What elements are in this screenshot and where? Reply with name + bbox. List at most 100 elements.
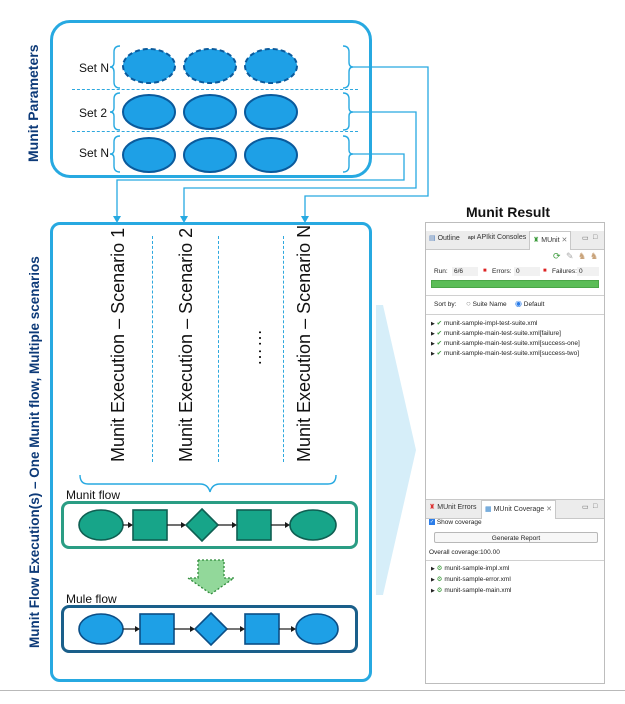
ellipse-setn-3	[244, 48, 298, 84]
close-icon[interactable]: ✕	[546, 506, 552, 513]
top-tabbar: ▤ Outline api APIkit Consoles ♜ MUnit ✕ …	[426, 231, 604, 250]
show-coverage-checkbox[interactable]: ✓ Show coverage	[429, 519, 482, 526]
close-icon[interactable]: ✕	[561, 237, 568, 244]
radio-unselected-icon: ○	[466, 299, 471, 308]
rerun-icon[interactable]: ⟳	[553, 251, 561, 261]
test-pass-icon: ✔	[436, 350, 443, 357]
ellipse-set3-2	[183, 137, 237, 173]
test-row[interactable]: ▶ ✔ munit-sample-main-test-suite.xml[suc…	[431, 340, 580, 347]
minimize-icon[interactable]: ▭	[582, 504, 589, 511]
scenario-divider-1	[152, 236, 153, 462]
set-label-bottom: Set N	[79, 146, 110, 160]
sort-default-radio[interactable]: ◉ Default	[515, 299, 545, 308]
expand-icon: ▶	[431, 331, 435, 337]
mule-flow-box	[61, 605, 358, 653]
sort-separator	[426, 295, 604, 296]
ellipse-set2-2	[183, 94, 237, 130]
errors-label: Errors:	[492, 268, 512, 275]
params-divider-2	[72, 131, 358, 132]
mule-start-shape	[78, 613, 124, 645]
expand-icon: ▶	[431, 577, 435, 583]
munit-step-1	[132, 509, 168, 541]
tab-munit[interactable]: ♜ MUnit ✕	[529, 231, 572, 250]
result-title: Munit Result	[466, 204, 550, 220]
overall-coverage: Overall coverage:100.00	[429, 549, 500, 556]
stop-icon[interactable]: ✎	[566, 251, 574, 261]
bottom-divider	[0, 690, 625, 691]
tab-apikit-consoles[interactable]: api APIkit Consoles	[468, 234, 527, 241]
munit-tab-icon: ♜	[533, 237, 540, 244]
run-label: Run:	[434, 268, 448, 275]
test-row[interactable]: ▶ ✔ munit-sample-impl-test-suite.xml	[431, 320, 538, 327]
ellipse-set3-3	[244, 137, 298, 173]
test-row[interactable]: ▶ ✔ munit-sample-main-test-suite.xml[suc…	[431, 350, 580, 357]
expand-icon: ▶	[431, 588, 435, 594]
coverage-file-icon: ⚙	[436, 576, 443, 583]
big-arrow-shape	[376, 305, 416, 595]
coverage-file-icon: ⚙	[436, 565, 443, 572]
execution-box	[50, 222, 372, 682]
expand-icon: ▶	[431, 341, 435, 347]
munit-result-panel: ▤ Outline api APIkit Consoles ♜ MUnit ✕ …	[425, 222, 605, 684]
tab-munit-errors[interactable]: ♜ MUnit Errors	[429, 504, 477, 511]
history-icon[interactable]: ♞	[590, 251, 599, 261]
coverage-tabbar: ♜ MUnit Errors ▦ MUnit Coverage ✕ ▭ □	[426, 499, 604, 519]
tab-munit-coverage[interactable]: ▦ MUnit Coverage ✕	[481, 500, 556, 519]
test-pass-icon: ✔	[436, 330, 443, 337]
expand-icon: ▶	[431, 321, 435, 327]
set-label-top: Set N	[79, 61, 110, 75]
scenario-divider-3	[283, 236, 284, 462]
mule-end-shape	[295, 613, 339, 645]
test-progress-bar	[431, 280, 599, 288]
tree-separator	[426, 314, 604, 315]
expand-icon: ▶	[431, 566, 435, 572]
tab-outline[interactable]: ▤ Outline	[429, 235, 460, 242]
munit-start-shape	[78, 509, 124, 541]
params-box	[50, 20, 372, 178]
coverage-row[interactable]: ▶ ⚙ munit-sample-impl.xml	[431, 565, 510, 572]
ellipse-setn-2	[183, 48, 237, 84]
debug-icon[interactable]: ♞	[578, 251, 587, 261]
ellipse-set2-3	[244, 94, 298, 130]
outline-icon: ▤	[429, 235, 436, 242]
expand-icon: ▶	[431, 351, 435, 357]
transform-arrow	[185, 559, 237, 595]
mule-decision	[193, 611, 229, 647]
failures-value: 0	[577, 267, 599, 276]
failures-label: Failures:	[552, 268, 577, 275]
errors-status-icon: ■	[483, 268, 487, 274]
test-pass-icon: ✔	[436, 320, 443, 327]
test-row[interactable]: ▶ ✔ munit-sample-main-test-suite.xml[fai…	[431, 330, 561, 337]
munit-decision	[184, 507, 220, 543]
mule-flow-label: Mule flow	[66, 592, 117, 606]
coverage-separator	[426, 560, 604, 561]
params-divider-1	[72, 89, 358, 90]
maximize-icon[interactable]: □	[593, 234, 598, 241]
apikit-icon: api	[468, 235, 476, 241]
generate-report-button[interactable]: Generate Report	[434, 532, 598, 543]
munit-step-2	[236, 509, 272, 541]
coverage-row[interactable]: ▶ ⚙ munit-sample-error.xml	[431, 576, 511, 583]
scenario-divider-2	[218, 236, 219, 462]
coverage-row[interactable]: ▶ ⚙ munit-sample-main.xml	[431, 587, 512, 594]
munit-flow-box	[61, 501, 358, 549]
errors-value: 0	[514, 267, 540, 276]
munit-errors-icon: ♜	[429, 504, 436, 511]
sort-label: Sort by:	[434, 301, 457, 308]
mule-step-2	[244, 613, 280, 645]
run-value: 6/6	[452, 267, 478, 276]
ellipse-set3-1	[122, 137, 176, 173]
set-label-middle: Set 2	[79, 106, 108, 120]
munit-end-shape	[289, 509, 337, 541]
mule-step-1	[139, 613, 175, 645]
ellipse-set2-1	[122, 94, 176, 130]
ellipse-setn-1	[122, 48, 176, 84]
minimize-icon[interactable]: ▭	[582, 235, 589, 242]
test-pass-icon: ✔	[436, 340, 443, 347]
sort-suite-name-radio[interactable]: ○ Suite Name	[466, 299, 507, 308]
munit-coverage-icon: ▦	[485, 506, 492, 513]
maximize-icon[interactable]: □	[593, 503, 598, 510]
